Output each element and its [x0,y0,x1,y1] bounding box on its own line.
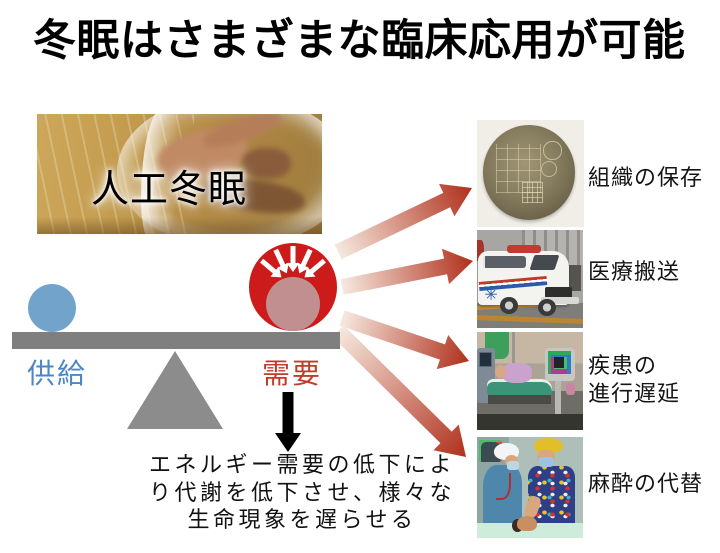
label-line: 組織の保存 [588,165,704,190]
ambulance-wheel [538,298,557,317]
tissue-disc [483,125,576,220]
seesaw-fulcrum [127,351,223,429]
anesthesia-alternative-photo [477,437,583,538]
ambulance-side-windows [483,256,526,269]
or-nurse-mask [506,461,520,471]
tissue-preservation-photo [477,120,584,227]
label-line: 疾患の [588,353,658,378]
figure-head [242,147,291,179]
supply-label: 供給 [27,358,88,389]
or-surgeon-cap [534,438,563,454]
icu-patient [502,363,533,383]
icu-monitor-stand [555,381,561,415]
demand-inner-ball [266,277,320,331]
seesaw-bar [12,332,340,349]
application-label-tissue: 組織の保存 [588,164,703,192]
or-patient-head [517,515,538,531]
red-vehicle-edge [477,239,485,262]
application-label-transport: 医療搬送 [588,258,680,286]
label-line: 麻酔の代替 [588,471,704,496]
disease-delay-photo [477,332,583,430]
ambulance-lightbar [506,244,541,253]
label-line: 進行遅延 [588,381,681,406]
ambulance-wheel [500,296,519,315]
hero-caption: 人工冬眠 [91,169,248,211]
tissue-circle [541,160,558,177]
caption-line: エネルギー需要の低下によ [148,452,455,477]
ambulance-grille [544,286,573,298]
inward-arrows-icon [260,246,326,278]
artificial-hibernation-image: 人工冬眠 [37,114,322,234]
down-arrow-icon [275,392,301,452]
application-label-anesthesia: 麻酔の代替 [588,470,703,498]
icu-floor [477,414,583,430]
or-surgeon-mask [538,457,555,468]
icu-patient-head [495,365,506,379]
icu-small-screen [479,351,492,368]
image-shadow [37,217,322,234]
ambulance-bumper [540,296,579,305]
caption-line: り代謝を低下させ、様々な [148,479,455,505]
icu-pole [511,332,516,376]
demand-label: 需要 [262,358,323,389]
slide-title: 冬眠はさまざまな臨床応用が可能 [33,17,686,65]
icu-monitor-screen [548,350,572,375]
medical-transport-photo [477,230,583,328]
ambulance-windshield [529,254,560,270]
or-stethoscope [496,473,511,500]
application-label-disease: 疾患の 進行遅延 [588,352,680,408]
tissue-grid-small [521,182,544,204]
icu-iv-bag [566,382,575,395]
tissue-circle [543,141,562,160]
caption-line: 生命現象を遅らせる [187,507,417,532]
mechanism-caption: エネルギー需要の低下によ り代謝を低下させ、様々な 生命現象を遅らせる [132,451,472,534]
supply-ball [28,284,76,332]
icu-bed-frame [487,394,552,404]
label-line: 医療搬送 [588,259,681,284]
icu-bed [486,379,553,396]
radiating-arrows-icon [332,183,473,457]
